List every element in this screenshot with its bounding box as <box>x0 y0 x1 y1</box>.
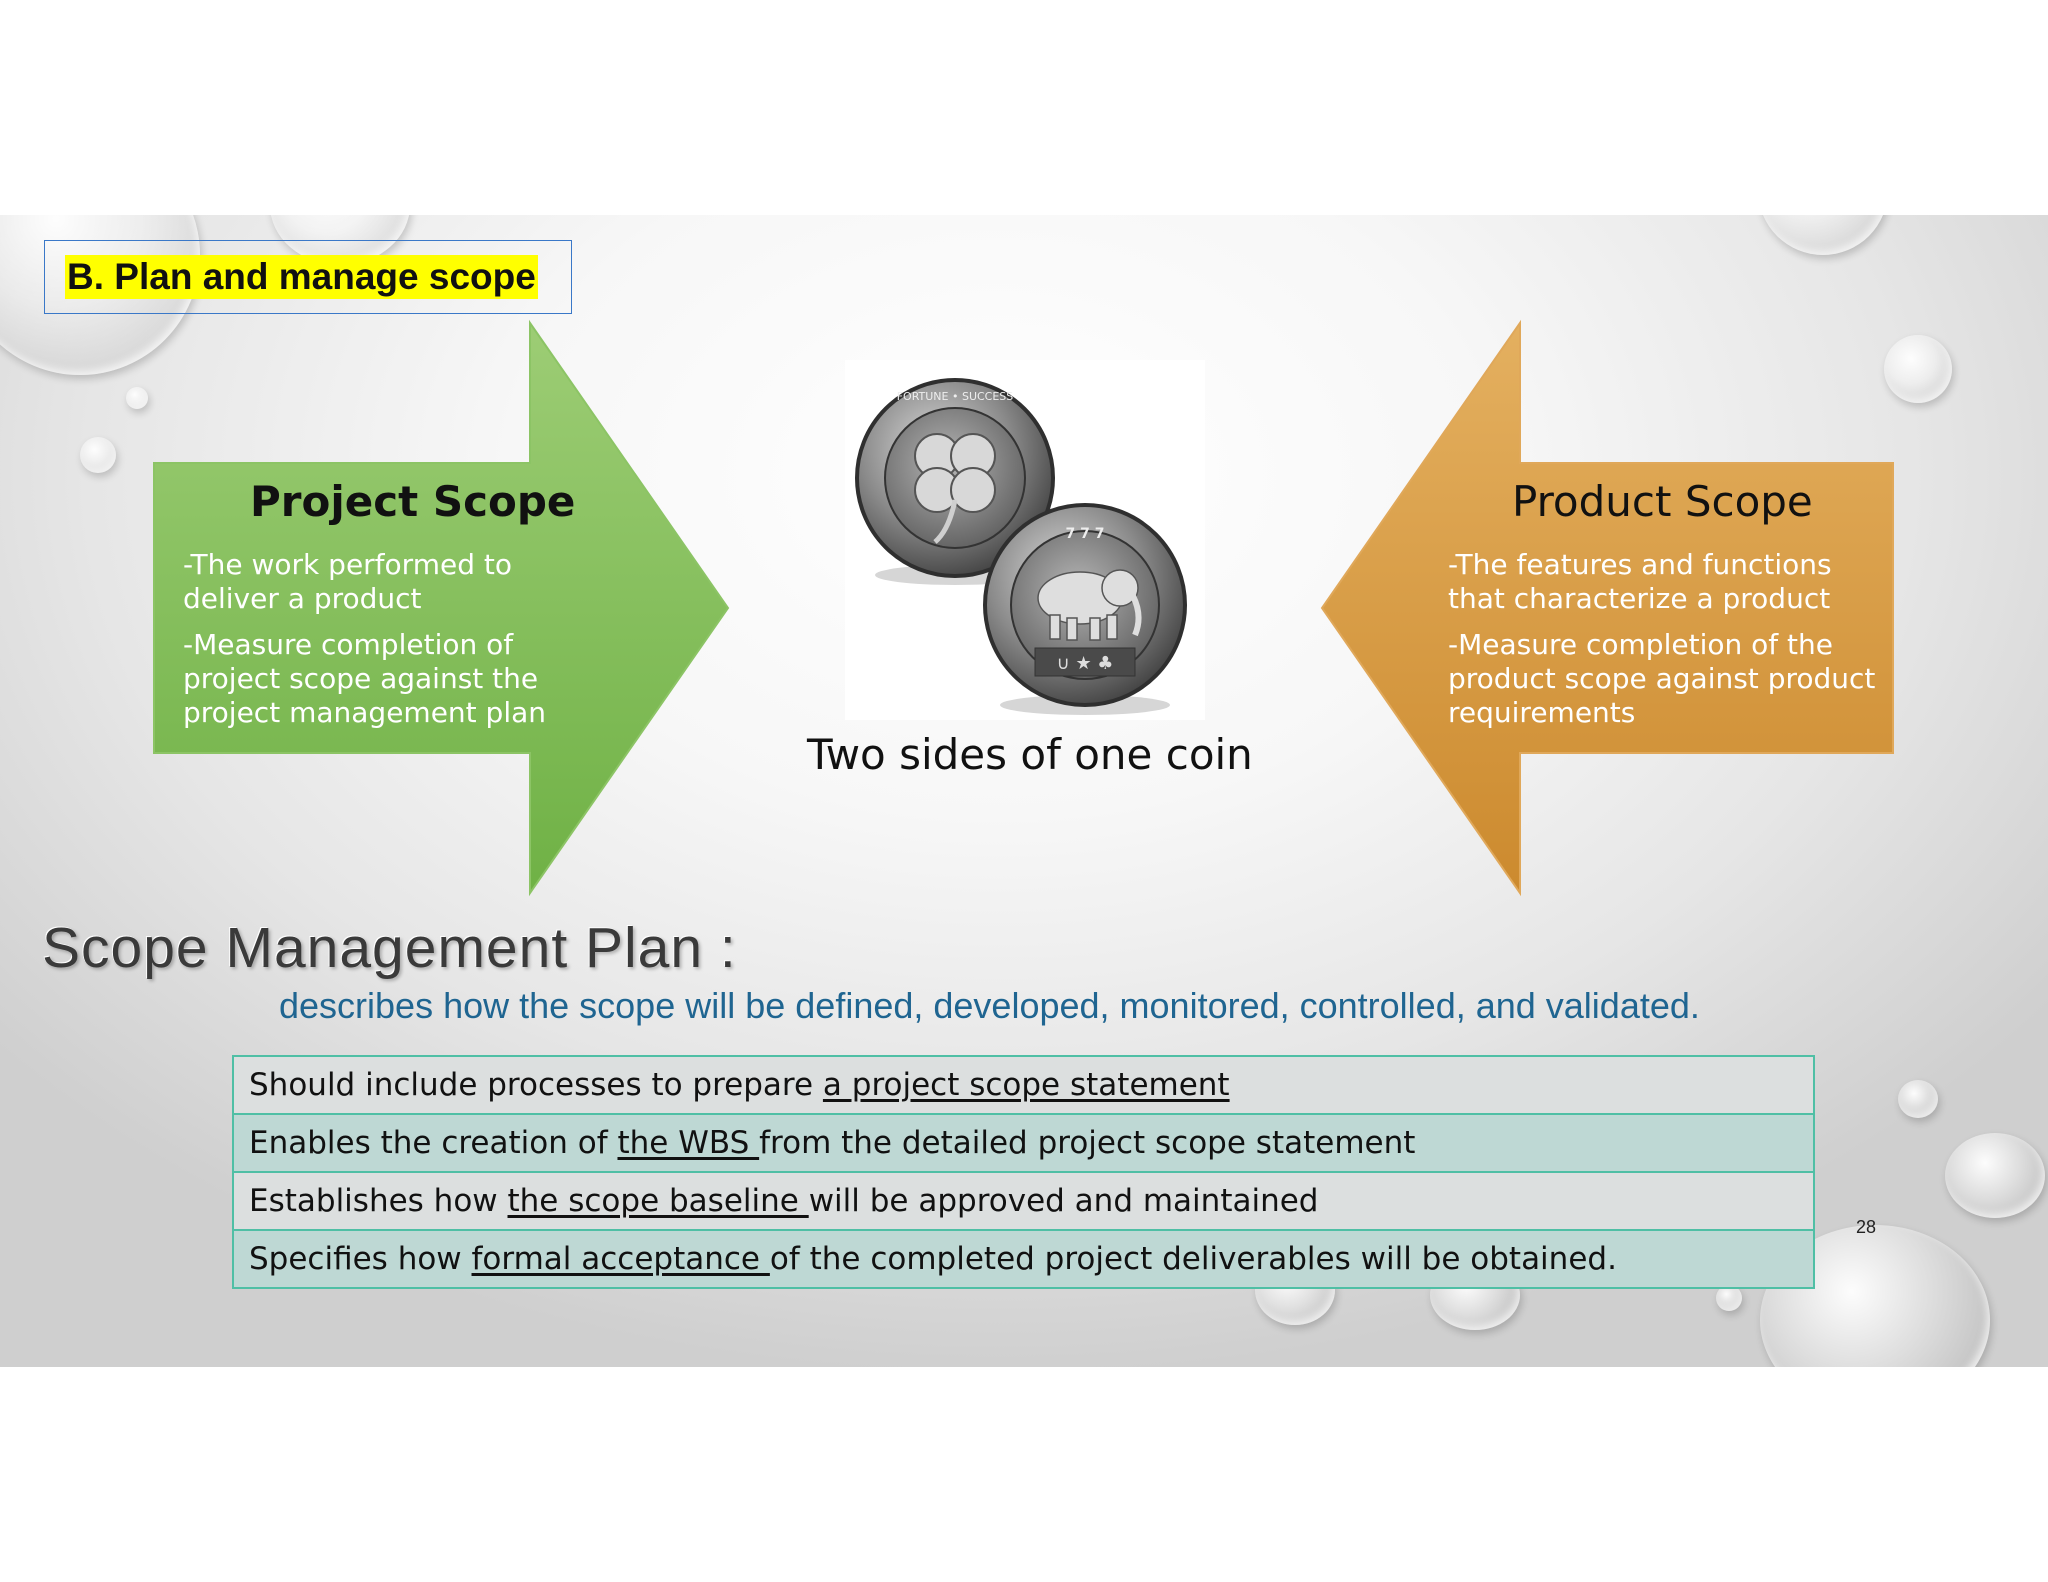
project-scope-arrow <box>153 319 730 897</box>
scope-management-plan-title: Scope Management Plan : <box>42 916 737 980</box>
bullet-line: -The features and functions <box>1448 548 1832 581</box>
project-scope-bullet-2: -Measure completion of project scope aga… <box>183 628 546 730</box>
row-underlined-term: the scope baseline <box>507 1183 809 1219</box>
row-underlined-term: the WBS <box>617 1125 760 1161</box>
bullet-line: project management plan <box>183 696 547 729</box>
row-text: of the completed project deliverables wi… <box>769 1241 1617 1277</box>
elephant-coin: 7 7 7 ∪ ★ ♣ <box>983 503 1187 707</box>
bullet-line: that characterize a product <box>1448 582 1831 615</box>
row-underlined-term: formal acceptance <box>471 1241 770 1277</box>
table-row: Establishes how the scope baseline will … <box>232 1171 1815 1231</box>
table-row: Should include processes to prepare a pr… <box>232 1055 1815 1115</box>
table-row: Specifies how formal acceptance of the c… <box>232 1229 1815 1289</box>
elephant-icon <box>1037 569 1142 641</box>
svg-text:7 7 7: 7 7 7 <box>1066 526 1105 542</box>
bullet-line: -Measure completion of the <box>1448 628 1833 661</box>
coins-image: FORTUNE • SUCCESS 7 7 7 ∪ ★ ♣ <box>845 360 1205 720</box>
row-underlined-term: a project scope statement <box>822 1067 1230 1103</box>
product-scope-arrow <box>1320 319 1894 897</box>
product-scope-bullet-2: -Measure completion of the product scope… <box>1448 628 1875 730</box>
product-scope-heading: Product Scope <box>1512 477 1813 526</box>
bullet-line: requirements <box>1448 696 1636 729</box>
clover-coin: FORTUNE • SUCCESS <box>855 378 1055 578</box>
slide-title: B. Plan and manage scope <box>65 255 538 299</box>
table-row: Enables the creation of the WBS from the… <box>232 1113 1815 1173</box>
product-scope-bullet-1: -The features and functions that charact… <box>1448 548 1832 616</box>
coin-caption: Two sides of one coin <box>807 730 1253 779</box>
row-text: Enables the creation of <box>249 1125 618 1161</box>
svg-text:∪ ★ ♣: ∪ ★ ♣ <box>1057 653 1114 674</box>
row-text: from the detailed project scope statemen… <box>759 1125 1416 1161</box>
svg-text:FORTUNE • SUCCESS: FORTUNE • SUCCESS <box>897 390 1014 403</box>
slide: B. Plan and manage scope Project Scope -… <box>0 215 2048 1367</box>
scope-plan-table: Should include processes to prepare a pr… <box>232 1055 1815 1289</box>
bullet-line: deliver a product <box>183 582 422 615</box>
page-number: 28 <box>1856 1217 1877 1237</box>
row-text: Should include processes to prepare <box>249 1067 823 1103</box>
scope-arrows <box>153 319 1894 897</box>
project-scope-bullet-1: -The work performed to deliver a product <box>183 548 512 616</box>
bullet-line: -Measure completion of <box>183 628 514 661</box>
project-scope-heading: Project Scope <box>250 477 576 526</box>
bullet-line: -The work performed to <box>183 548 512 581</box>
scope-management-plan-description: describes how the scope will be defined,… <box>279 985 1700 1026</box>
row-text: will be approved and maintained <box>808 1183 1319 1219</box>
bullet-line: product scope against product <box>1448 662 1876 695</box>
row-text: Specifies how <box>249 1241 472 1277</box>
bullet-line: project scope against the <box>183 662 539 695</box>
clover-icon <box>914 433 996 544</box>
slide-title-box: B. Plan and manage scope <box>44 240 572 314</box>
row-text: Establishes how <box>249 1183 508 1219</box>
